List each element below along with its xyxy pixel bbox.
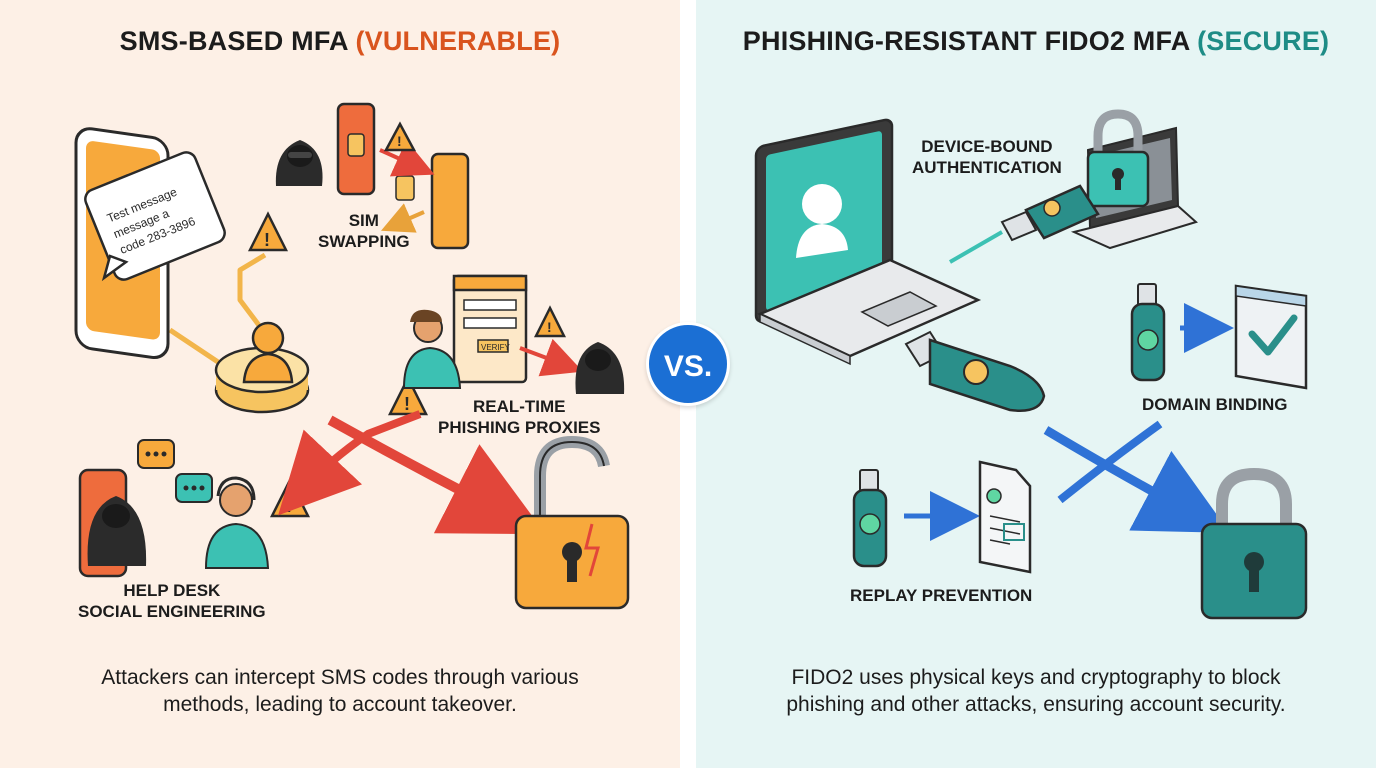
secure-arrow-main — [1043, 426, 1230, 533]
svg-text:!: ! — [264, 230, 270, 250]
browser-window-icon — [1234, 284, 1308, 390]
proxy-button-text: VERIFY — [481, 343, 511, 352]
sms-caption-line-1: Attackers can intercept SMS codes throug… — [101, 666, 579, 689]
padlock-icon — [1086, 109, 1150, 208]
hooded-attacker-icon — [87, 496, 147, 566]
fido2-caption: FIDO2 uses physical keys and cryptograph… — [696, 664, 1376, 718]
attack-arrow-branch — [278, 410, 422, 516]
chat-bubble-icon — [137, 439, 213, 503]
usb-security-key-icon — [1130, 283, 1166, 382]
laptop-icon — [754, 118, 982, 366]
sim-arrow-red — [379, 139, 435, 177]
replay-prevention-label: REPLAY PREVENTION — [850, 586, 1033, 605]
device-bound-line-1: DEVICE-BOUND — [921, 137, 1053, 156]
sim-swapping-label: SIM SWAPPING — [318, 210, 410, 252]
usb-security-key-icon — [904, 330, 1046, 412]
usb-security-key-icon — [852, 469, 888, 568]
secure-arrow-branch — [1057, 420, 1163, 504]
sms-title-accent: (VULNERABLE) — [355, 26, 561, 56]
svg-text:!: ! — [547, 319, 552, 335]
broken-padlock-icon — [514, 435, 630, 610]
sim-swapping-line-2: SWAPPING — [318, 232, 410, 251]
svg-text:!: ! — [404, 394, 410, 414]
sms-bubble: Test message message a code 283-3896 — [84, 151, 226, 282]
device-bound-line-2: AUTHENTICATION — [912, 158, 1062, 177]
device-link-line — [949, 230, 1003, 264]
phishing-proxies-line-1: REAL-TIME — [472, 397, 566, 416]
fido2-panel-title: PHISHING-RESISTANT FIDO2 MFA (SECURE) — [696, 26, 1376, 57]
victim-user-icon — [402, 309, 462, 389]
sms-title-main: SMS-BASED MFA — [119, 26, 356, 56]
usb-security-key-icon — [1000, 184, 1100, 242]
checkmark-icon — [1248, 314, 1298, 356]
help-desk-label: HELP DESK SOCIAL ENGINEERING — [78, 580, 266, 622]
fido2-title-accent: (SECURE) — [1197, 26, 1330, 56]
phishing-proxies-line-2: PHISHING PROXIES — [438, 418, 601, 437]
sim-arrow-orange — [381, 203, 425, 233]
phishing-proxies-label: REAL-TIME PHISHING PROXIES — [438, 396, 600, 438]
browser-window-icon: VERIFY — [452, 274, 528, 384]
fido2-caption-line-2: phishing and other attacks, ensuring acc… — [786, 693, 1286, 716]
sms-caption: Attackers can intercept SMS codes throug… — [0, 664, 680, 718]
sim-phone-orange — [336, 102, 376, 196]
padlock-icon — [1200, 467, 1308, 620]
sim-phone-yellow — [395, 152, 470, 250]
device-bound-label: DEVICE-BOUND AUTHENTICATION — [912, 136, 1062, 178]
vs-badge: VS. — [646, 322, 730, 406]
help-desk-line-2: SOCIAL ENGINEERING — [78, 602, 266, 621]
proxy-arrow — [519, 338, 583, 377]
domain-binding-label: DOMAIN BINDING — [1142, 395, 1288, 414]
proxy-attacker-icon — [575, 342, 625, 394]
sim-swap-attacker — [275, 140, 323, 186]
svg-text:!: ! — [397, 133, 402, 149]
fido2-title-main: PHISHING-RESISTANT FIDO2 MFA — [742, 26, 1198, 56]
support-agent-icon — [204, 476, 270, 569]
fido2-caption-line-1: FIDO2 uses physical keys and cryptograph… — [791, 666, 1281, 689]
document-icon — [978, 460, 1032, 574]
sms-panel-title: SMS-BASED MFA (VULNERABLE) — [0, 26, 680, 57]
help-desk-line-1: HELP DESK — [123, 581, 221, 600]
user-hub-icon — [214, 321, 310, 414]
svg-text:!: ! — [286, 496, 292, 516]
sms-caption-line-2: methods, leading to account takeover. — [163, 693, 517, 716]
sim-swapping-line-1: SIM — [348, 211, 379, 230]
